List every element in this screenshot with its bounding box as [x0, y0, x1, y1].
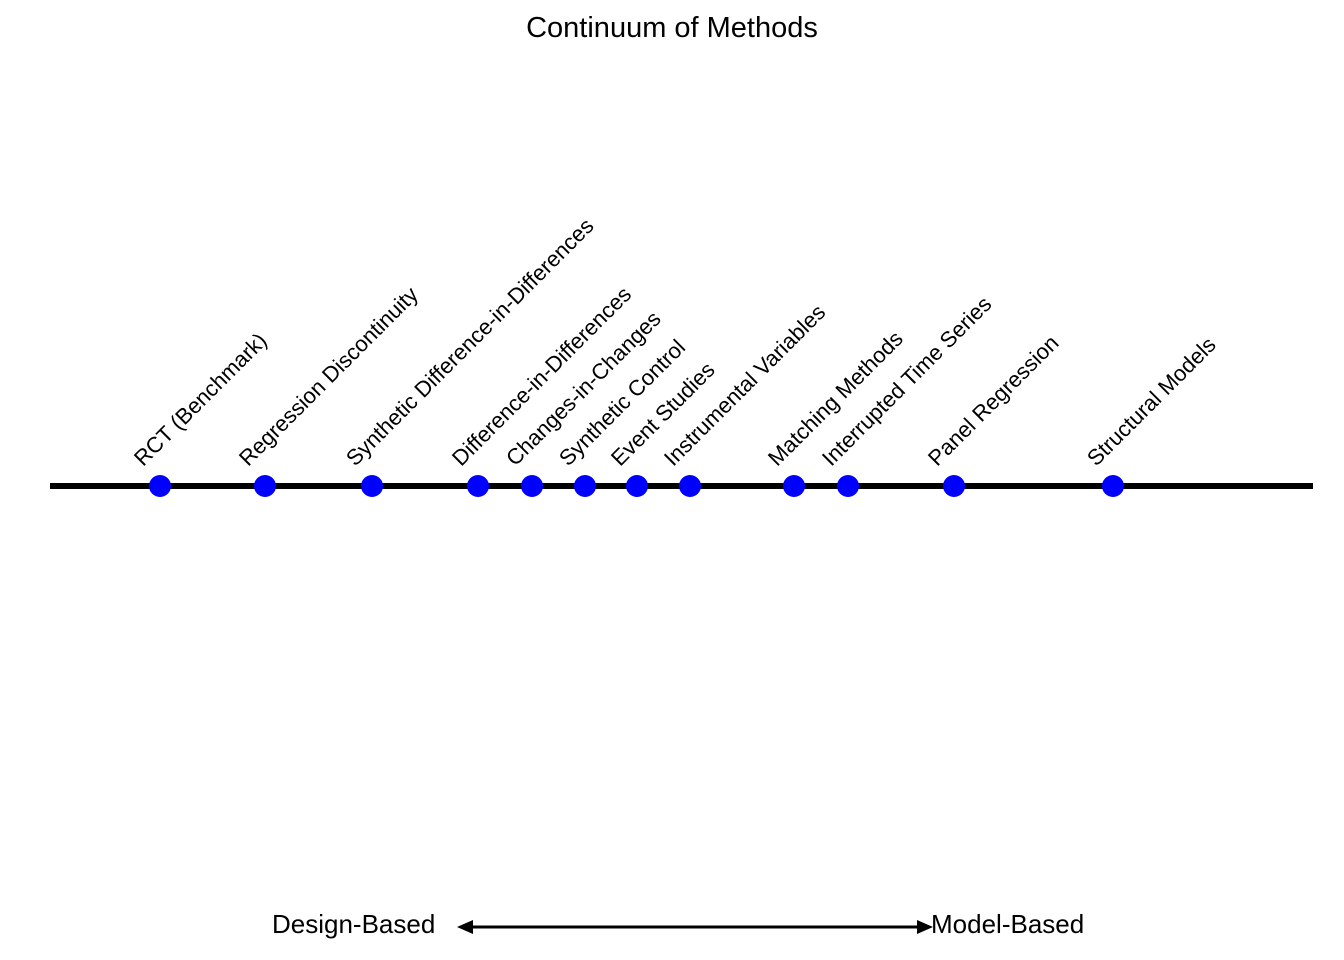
axis-annotation: Design-Based Model-Based — [0, 905, 1344, 949]
method-dot[interactable] — [521, 475, 543, 497]
method-dot[interactable] — [361, 475, 383, 497]
method-dot[interactable] — [943, 475, 965, 497]
double-arrow-icon — [457, 920, 933, 934]
page-title: Continuum of Methods — [526, 12, 818, 44]
method-dot[interactable] — [837, 475, 859, 497]
axis-left-label: Design-Based — [272, 909, 436, 939]
method-dot[interactable] — [679, 475, 701, 497]
method-dot[interactable] — [149, 475, 171, 497]
method-label: Structural Models — [1082, 331, 1221, 471]
axis-right-label: Model-Based — [931, 909, 1085, 939]
method-dot[interactable] — [467, 475, 489, 497]
method-dot[interactable] — [574, 475, 596, 497]
method-label: Regression Discontinuity — [234, 281, 423, 471]
method-dot[interactable] — [626, 475, 648, 497]
method-dot[interactable] — [1102, 475, 1124, 497]
method-dot[interactable] — [783, 475, 805, 497]
method-dot[interactable] — [254, 475, 276, 497]
